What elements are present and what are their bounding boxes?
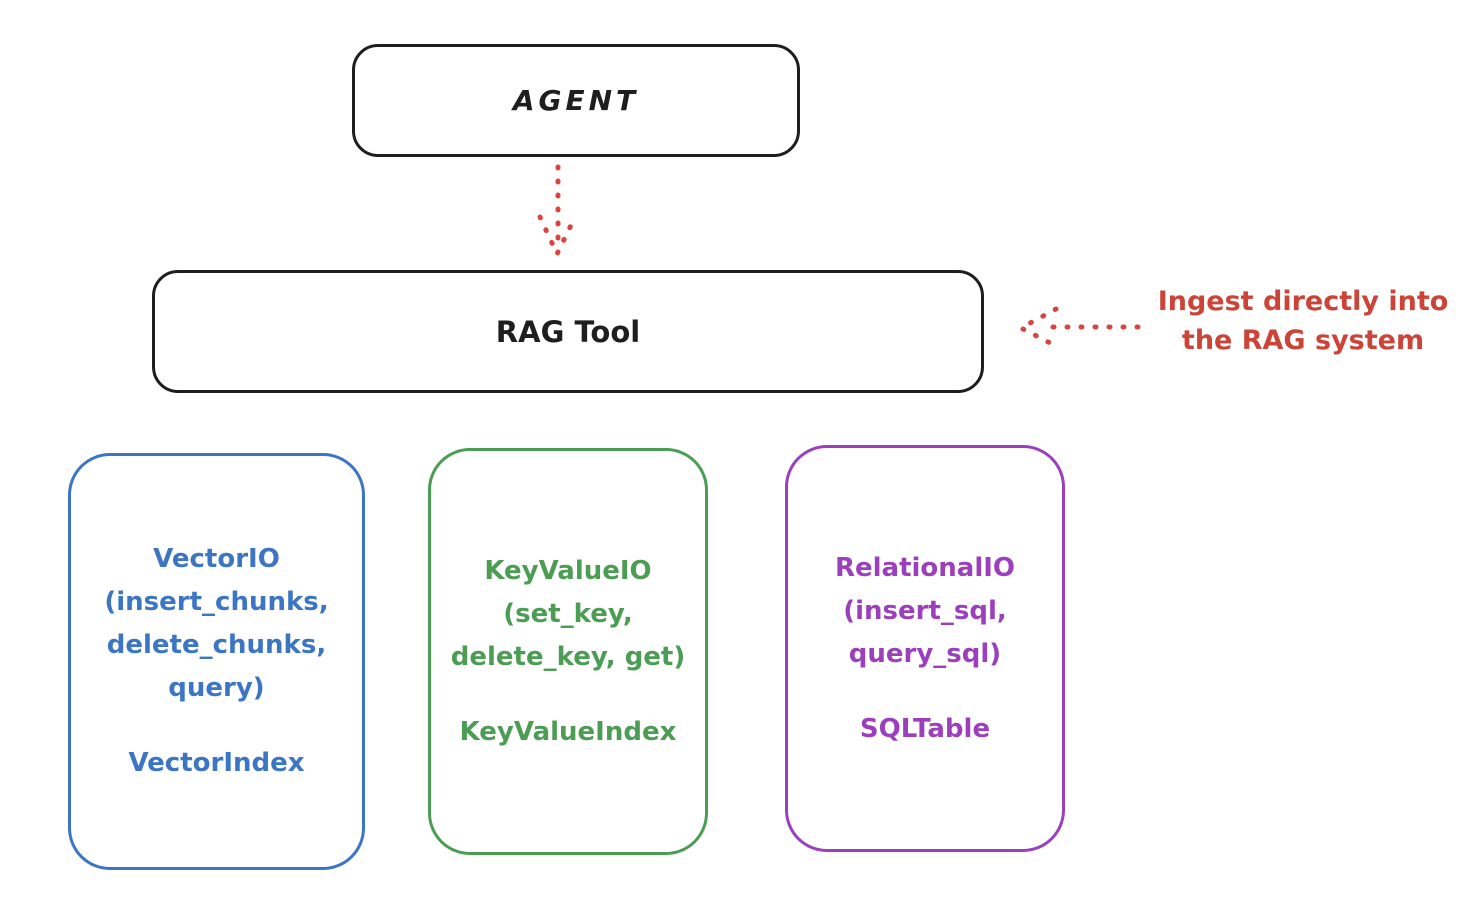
keyvalue-io-line: (set_key, bbox=[503, 598, 633, 629]
relational-io-line: RelationalIO bbox=[834, 552, 1016, 583]
ingest-arrowhead-icon bbox=[1018, 306, 1059, 349]
relational-io-box: RelationalIO (insert_sql, query_sql) SQL… bbox=[785, 445, 1065, 852]
agent-box: AGENT bbox=[352, 44, 800, 157]
ingest-annotation-line2: the RAG system bbox=[1181, 325, 1425, 356]
rag-tool-label: RAG Tool bbox=[495, 314, 641, 349]
vector-io-line: (insert_chunks, bbox=[104, 587, 329, 617]
relational-io-line: (insert_sql, bbox=[843, 595, 1007, 626]
sql-table-label: SQLTable bbox=[859, 713, 991, 744]
vector-index-label: VectorIndex bbox=[128, 748, 305, 778]
vector-io-box: VectorIO (insert_chunks, delete_chunks, … bbox=[68, 453, 365, 870]
keyvalue-index-label: KeyValueIndex bbox=[459, 716, 677, 747]
ingest-annotation-line1: Ingest directly into bbox=[1157, 286, 1449, 317]
keyvalue-io-line: delete_key, get) bbox=[450, 641, 686, 672]
relational-io-line: query_sql) bbox=[848, 638, 1002, 669]
rag-tool-box: RAG Tool bbox=[152, 270, 984, 393]
agent-to-rag-arrowhead-icon bbox=[537, 214, 578, 257]
vector-io-line: query) bbox=[168, 673, 265, 703]
vector-io-line: delete_chunks, bbox=[106, 630, 327, 660]
agent-label: AGENT bbox=[512, 84, 640, 117]
keyvalue-io-line: KeyValueIO bbox=[484, 555, 652, 586]
vector-io-line: VectorIO bbox=[153, 544, 280, 574]
keyvalue-io-box: KeyValueIO (set_key, delete_key, get) Ke… bbox=[428, 448, 708, 855]
ingest-annotation: Ingest directly into the RAG system bbox=[1138, 282, 1468, 360]
